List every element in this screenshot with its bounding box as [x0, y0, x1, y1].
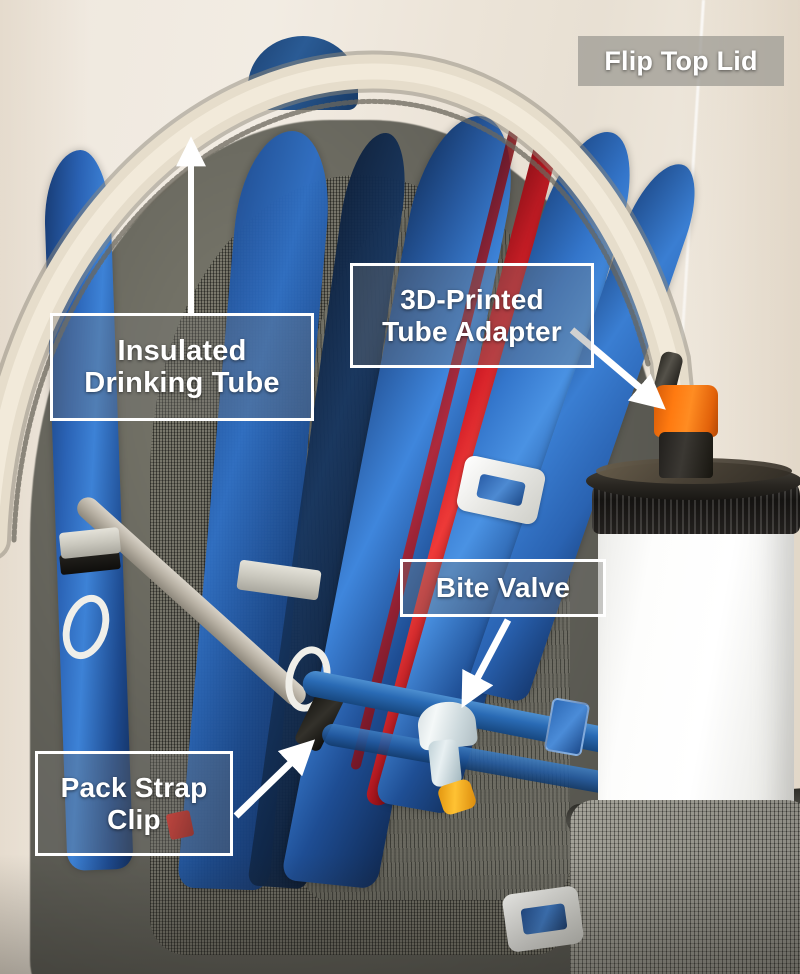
callout-3d-printed-tube-adapter: 3D-Printed Tube Adapter: [350, 263, 594, 368]
callout-line-1: 3D-Printed: [400, 284, 544, 316]
callout-pack-strap-clip-text: Pack Strap Clip: [55, 772, 214, 835]
callout-3d-printed-tube-adapter-text: 3D-Printed Tube Adapter: [376, 284, 568, 347]
callout-line-2: Tube Adapter: [382, 315, 562, 347]
callout-line-2: Clip: [107, 803, 161, 835]
callout-pack-strap-clip: Pack Strap Clip: [35, 751, 233, 856]
callout-flip-top-lid-text: Flip Top Lid: [604, 45, 758, 76]
callout-line-1: Insulated: [117, 334, 247, 367]
tube-adapter-black-base: [659, 432, 713, 478]
callout-insulated-drinking-tube-text: Insulated Drinking Tube: [78, 335, 285, 400]
callout-bite-valve: Bite Valve: [400, 559, 606, 617]
callout-line-2: Drinking Tube: [84, 367, 280, 399]
callout-bite-valve-text: Bite Valve: [435, 572, 571, 604]
bottom-vignette: [0, 854, 800, 974]
callout-flip-top-lid: Flip Top Lid: [578, 36, 784, 86]
callout-line-1: Pack Strap: [60, 772, 208, 804]
callout-insulated-drinking-tube: Insulated Drinking Tube: [50, 313, 314, 421]
bottle-side-pocket: [570, 800, 800, 974]
